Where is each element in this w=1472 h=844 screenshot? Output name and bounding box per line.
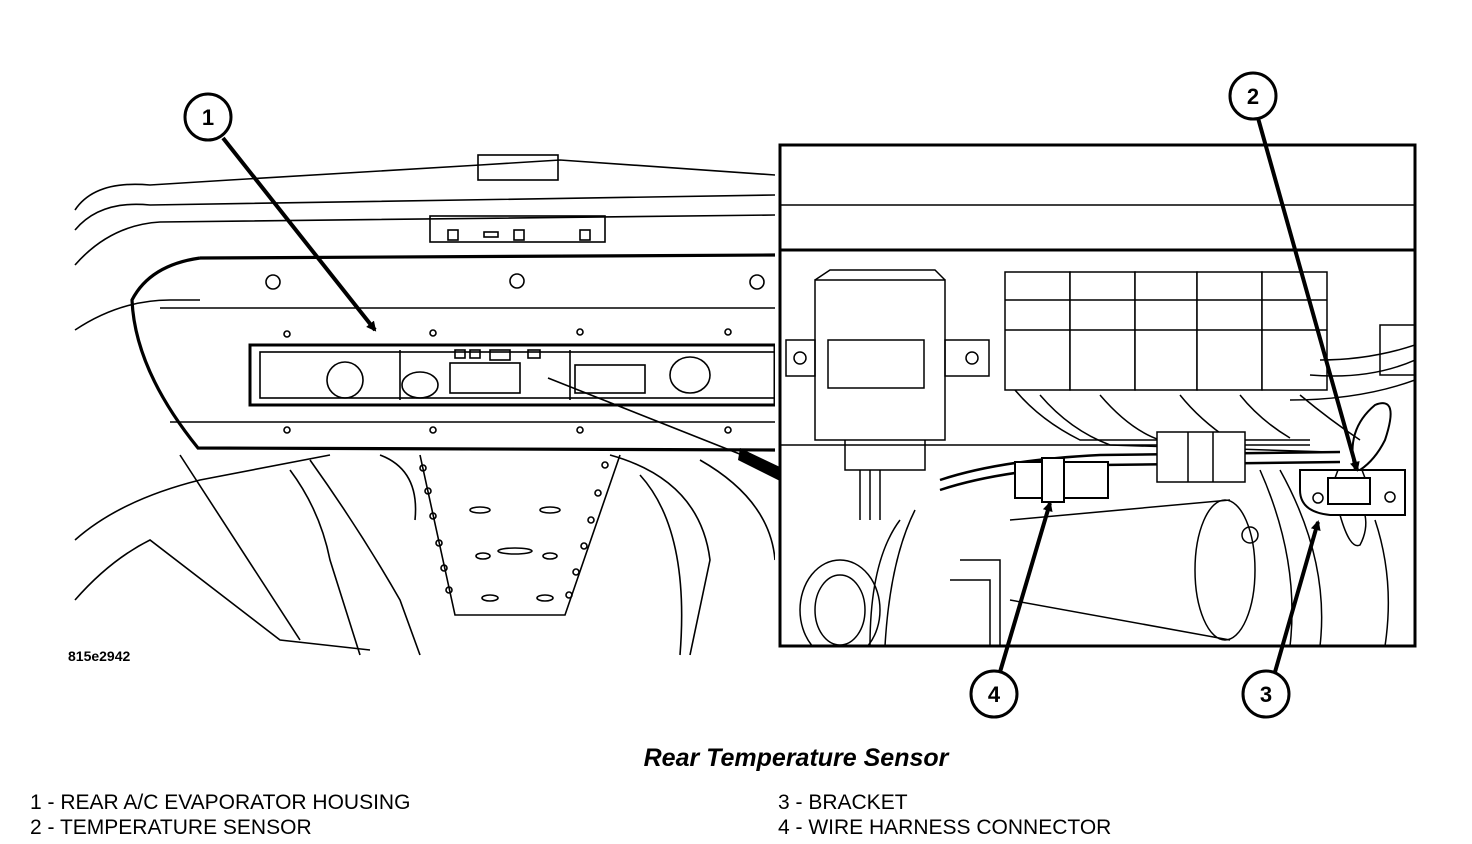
legend-left: 1 - REAR A/C EVAPORATOR HOUSING 2 - TEMP… — [30, 790, 410, 840]
legend-item-1: 1 - REAR A/C EVAPORATOR HOUSING — [30, 791, 411, 814]
detail-inset — [778, 143, 1417, 648]
callout-4: 4 — [969, 501, 1053, 719]
figure-id: 815e2942 — [68, 648, 131, 664]
detail-leader-wedge — [738, 448, 782, 482]
callout-1-number: 1 — [202, 105, 214, 130]
figure-title: Rear Temperature Sensor — [643, 744, 949, 772]
legend-right: 3 - BRACKET 4 - WIRE HARNESS CONNECTOR — [778, 790, 1111, 840]
legend-item-2: 2 - TEMPERATURE SENSOR — [30, 816, 312, 839]
callout-3-number: 3 — [1260, 682, 1272, 707]
callout-4-number: 4 — [988, 682, 1001, 707]
headliner-overview — [74, 154, 775, 656]
callout-3: 3 — [1241, 520, 1321, 719]
legend-item-4: 4 - WIRE HARNESS CONNECTOR — [778, 816, 1112, 839]
callout-1: 1 — [183, 92, 377, 332]
legend-item-3: 3 - BRACKET — [778, 791, 908, 814]
callout-2: 2 — [1228, 71, 1360, 472]
callout-2-number: 2 — [1247, 84, 1259, 109]
